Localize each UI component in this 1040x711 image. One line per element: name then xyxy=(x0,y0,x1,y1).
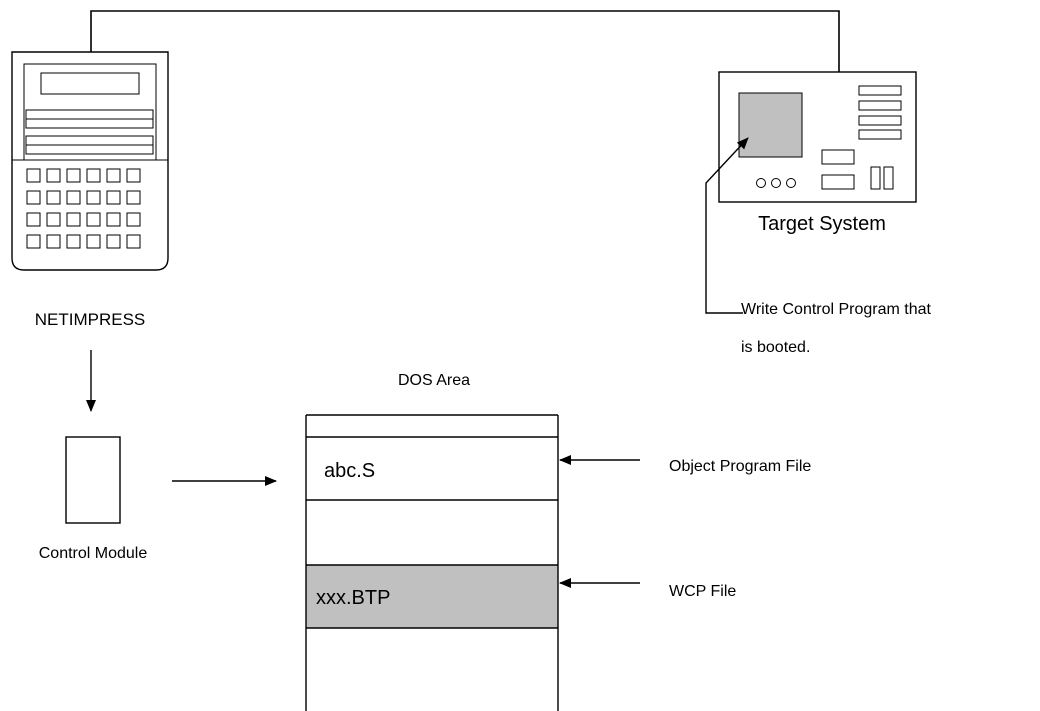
target-system-label: Target System xyxy=(758,213,886,235)
target-slot-2 xyxy=(858,100,902,111)
connection-cable xyxy=(90,10,840,72)
target-switch-2 xyxy=(883,166,894,190)
target-led-2 xyxy=(771,178,781,188)
netimpress-slot-4 xyxy=(25,144,154,155)
object-program-file-label: Object Program File xyxy=(669,458,811,475)
netimpress-slot-2 xyxy=(25,118,154,129)
control-module-label: Control Module xyxy=(39,545,148,562)
target-slot-1 xyxy=(858,85,902,96)
control-module-card xyxy=(65,436,121,524)
netimpress-device xyxy=(11,51,169,271)
dos-area-title: DOS Area xyxy=(398,372,470,389)
dos-area-block xyxy=(305,414,559,711)
target-led-3 xyxy=(786,178,796,188)
target-system-board xyxy=(718,71,917,203)
dos-entry-wcp-file: xxx.BTP xyxy=(316,587,390,609)
dos-wcp-row-fill xyxy=(306,565,558,628)
write-note-line-1: Write Control Program that xyxy=(741,301,932,318)
netimpress-slot-1 xyxy=(25,109,154,120)
wcp-file-label: WCP File xyxy=(669,583,736,600)
write-note-line-2: is booted. xyxy=(741,339,810,356)
write-note-connector xyxy=(705,137,749,314)
target-slot-3 xyxy=(858,115,902,126)
target-slot-4 xyxy=(858,129,902,140)
target-component-2 xyxy=(821,174,855,190)
target-component-1 xyxy=(821,149,855,165)
target-led-1 xyxy=(756,178,766,188)
dos-entry-object-file: abc.S xyxy=(324,460,375,482)
netimpress-slot-3 xyxy=(25,135,154,146)
netimpress-display xyxy=(40,72,140,95)
target-cpu-chip xyxy=(738,92,803,158)
netimpress-label: NETIMPRESS xyxy=(35,310,146,329)
target-switch-1 xyxy=(870,166,881,190)
netimpress-keypad xyxy=(26,168,141,249)
